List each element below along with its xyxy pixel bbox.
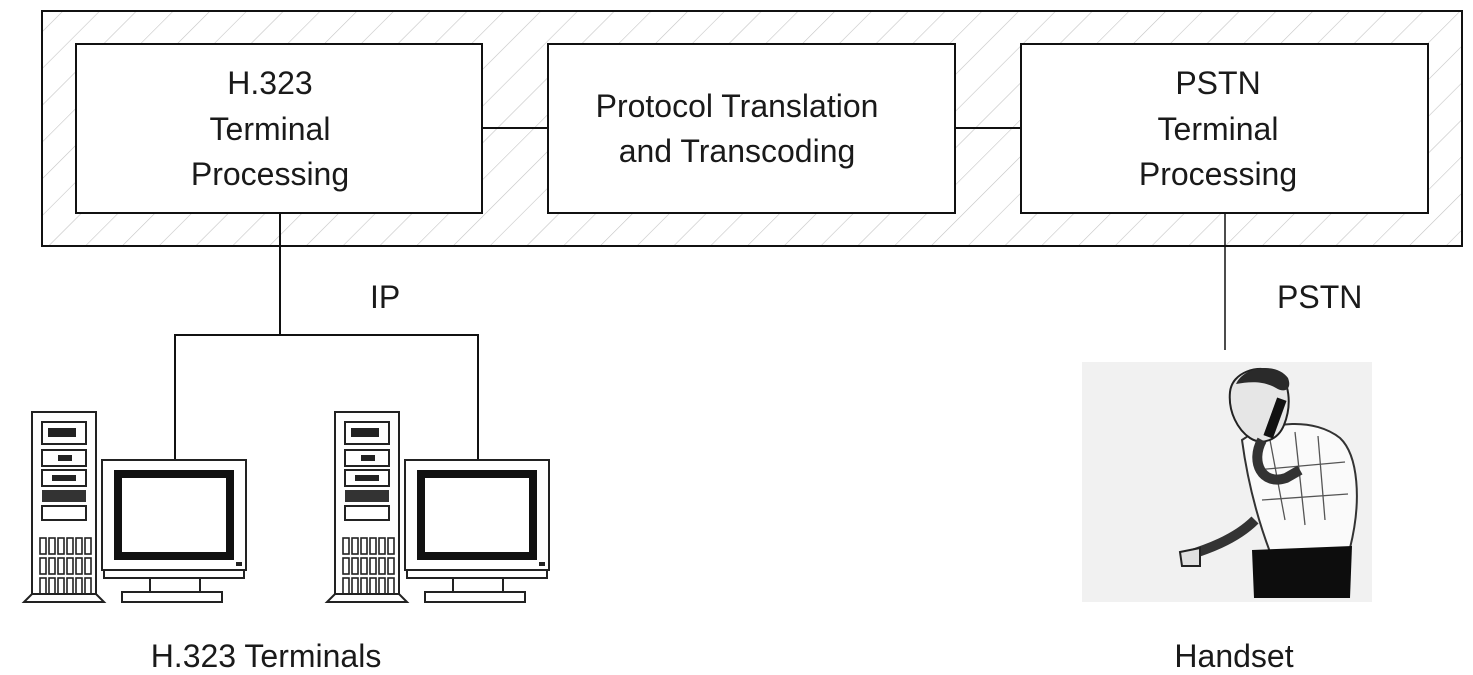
- pstn-block-line-2: Terminal: [1158, 111, 1279, 147]
- pstn-block-line-1: PSTN: [1175, 65, 1260, 101]
- ip-label: IP: [370, 279, 400, 315]
- protocol-translation-block: Protocol Translation and Transcoding: [547, 43, 956, 214]
- h323-terminals-label: H.323 Terminals: [151, 638, 382, 674]
- h323-block-line-2: Terminal: [210, 111, 331, 147]
- h323-terminal-processing-block: H.323 Terminal Processing: [75, 43, 483, 214]
- desktop-computer-icon: [23, 411, 247, 603]
- pstn-block-line-3: Processing: [1139, 156, 1297, 192]
- pstn-terminal-processing-block: PSTN Terminal Processing: [1020, 43, 1429, 214]
- handset-label: Handset: [1174, 638, 1293, 674]
- h323-block-line-1: H.323: [227, 65, 312, 101]
- pstn-label: PSTN: [1277, 279, 1362, 315]
- person-on-phone-icon: [1082, 362, 1372, 602]
- h323-block-line-3: Processing: [191, 156, 349, 192]
- desktop-computer-icon: [326, 411, 550, 603]
- translation-block-line-2: and Transcoding: [619, 133, 856, 169]
- ip-network-lines: [174, 213, 479, 460]
- translation-block-line-1: Protocol Translation: [596, 88, 879, 124]
